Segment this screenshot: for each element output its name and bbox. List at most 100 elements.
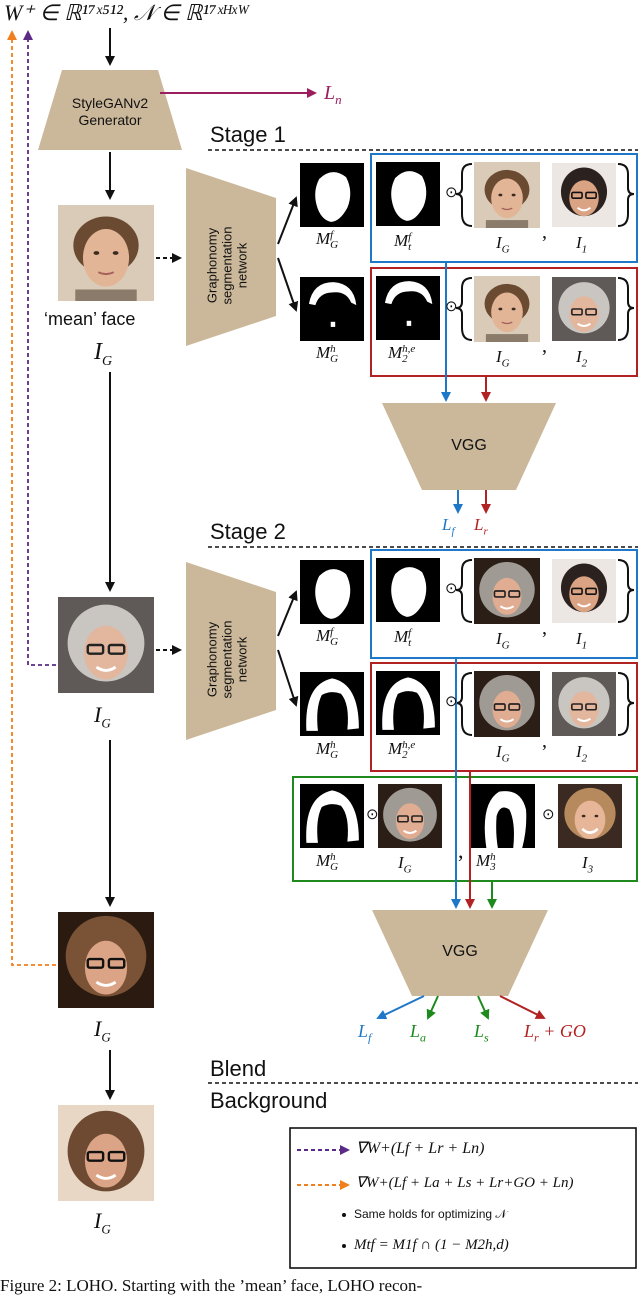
label-i1-stage2: I1 (576, 629, 588, 652)
label-ig-stage1-face: IG (496, 233, 510, 256)
ig-label-stage2-out: IG (94, 1016, 111, 1045)
label-i2-stage2: I2 (576, 742, 588, 765)
brace-right-stage2-hair (617, 672, 635, 736)
stage1-output-face (58, 597, 154, 693)
arrow-seg2-face-mask (277, 590, 298, 637)
mask-m2he-stage2 (376, 671, 440, 735)
brace-left-stage2-face (455, 559, 473, 623)
blend-heading: Blend (210, 1056, 267, 1081)
brace-left-stage2-hair (455, 672, 473, 736)
brace-left-stage1-face (455, 163, 473, 227)
image-ig-stage1-face (474, 162, 540, 228)
arrow-vgg2-lf (376, 995, 425, 1020)
brace-right-stage1-face (617, 163, 635, 227)
odot-green-2: ⊙ (542, 807, 555, 823)
odot-stage1-face: ⊙ (445, 185, 458, 201)
comma-stage2-hair: , (542, 730, 547, 752)
vgg-label-stage2: VGG (442, 943, 478, 960)
arrow-vgg2-lrgo (499, 995, 546, 1019)
image-ig-green (378, 784, 442, 848)
gradient-arrow-stage1 (23, 30, 56, 666)
image-i2-stage1 (552, 276, 616, 342)
mean-face-label: ‘mean’ face (44, 309, 136, 329)
legend-bullet-1 (342, 1213, 346, 1217)
arrow-seg1-hair-mask (277, 257, 299, 312)
arrow-vgg2-ls (477, 995, 490, 1020)
mask-mgh-stage2 (300, 672, 364, 736)
mask-m3h (471, 784, 535, 848)
vgg-block-stage2 (372, 910, 548, 996)
image-i1-stage2 (552, 558, 616, 624)
ig-label-final: IG (94, 1208, 111, 1237)
generator-label-line1: StyleGANv2 (71, 95, 149, 111)
image-ig-stage2-hair (474, 671, 540, 737)
mask-mgh-green (300, 784, 364, 848)
vgg-label-stage1: VGG (451, 437, 487, 454)
odot-green-1: ⊙ (366, 807, 379, 823)
segmentation-block-stage2 (186, 562, 276, 740)
arrow-vgg2-la (426, 995, 439, 1020)
loss-ls: Ls (474, 1021, 489, 1045)
box-hair-loss-stage1 (370, 267, 638, 377)
background-heading: Background (210, 1088, 328, 1113)
mask-mgf-stage1 (300, 163, 364, 227)
stage2-output-face (58, 912, 154, 1008)
loss-lf-stage1: Lf (442, 515, 455, 538)
label-ig-stage2-face: IG (496, 629, 510, 652)
vgg-block-stage1 (382, 403, 556, 490)
brace-right-stage1-hair (617, 277, 635, 341)
loss-la: La (410, 1021, 427, 1045)
label-ig-stage1-hair: IG (496, 347, 510, 370)
brace-right-stage2-face (617, 559, 635, 623)
legend-row-stage2: ∇W+(Lf + La + Ls + Lr+GO + Ln) (356, 1175, 574, 1191)
legend-box (289, 1127, 637, 1269)
box-face-loss-stage2 (370, 549, 638, 659)
stage2-heading: Stage 2 (210, 519, 286, 544)
image-i3 (558, 784, 622, 848)
gradient-arrow-stage2 (6, 30, 56, 966)
odot-stage2-hair: ⊙ (445, 694, 458, 710)
mask-mgf-stage2 (300, 560, 364, 624)
image-ig-stage2-face (474, 558, 540, 624)
loss-lr-stage1: Lr (474, 515, 488, 538)
image-i1-stage1 (552, 162, 616, 228)
figure-caption: Figure 2: LOHO. Starting with the ’mean’… (0, 1276, 423, 1295)
final-face (58, 1105, 154, 1201)
arrow-seg2-hair-mask (277, 649, 299, 707)
label-i1-stage1: I1 (576, 233, 588, 256)
generator-block (38, 70, 182, 150)
comma-green: , (458, 838, 464, 863)
arrow-seg1-face-mask (277, 196, 298, 245)
mean-face-image (58, 205, 154, 301)
label-i3: I3 (582, 853, 594, 876)
legend-row-mask-def: Mtf = M1f ∩ (1 − M2h,d) (354, 1237, 509, 1253)
box-face-loss-stage1 (370, 153, 638, 263)
brace-left-stage1-hair (455, 277, 473, 341)
loss-ln-label: Ln (324, 82, 342, 107)
stage1-heading: Stage 1 (210, 122, 286, 147)
label-i2-stage1: I2 (576, 347, 588, 370)
odot-stage1-hair: ⊙ (445, 299, 458, 315)
loss-lf-stage2: Lf (358, 1021, 372, 1045)
comma-stage2-face: , (542, 617, 547, 639)
legend-row-stage1: ∇W+(Lf + Lr + Ln) (356, 1140, 485, 1157)
mask-mgh-stage1 (300, 277, 364, 341)
image-i2-stage2 (552, 671, 616, 737)
mask-mtf-stage1 (376, 162, 440, 226)
box-appearance-loss (292, 776, 638, 882)
latent-formula: W⁺ ∈ ℝ¹⁷ˣ⁵¹², 𝒩 ∈ ℝ¹⁷ˣᴴˣᵂ (4, 0, 250, 25)
ig-label-mean: IG (94, 339, 113, 369)
mask-m2he-stage1 (376, 276, 440, 340)
legend-row-note: Same holds for optimizing 𝒩 (354, 1207, 507, 1221)
